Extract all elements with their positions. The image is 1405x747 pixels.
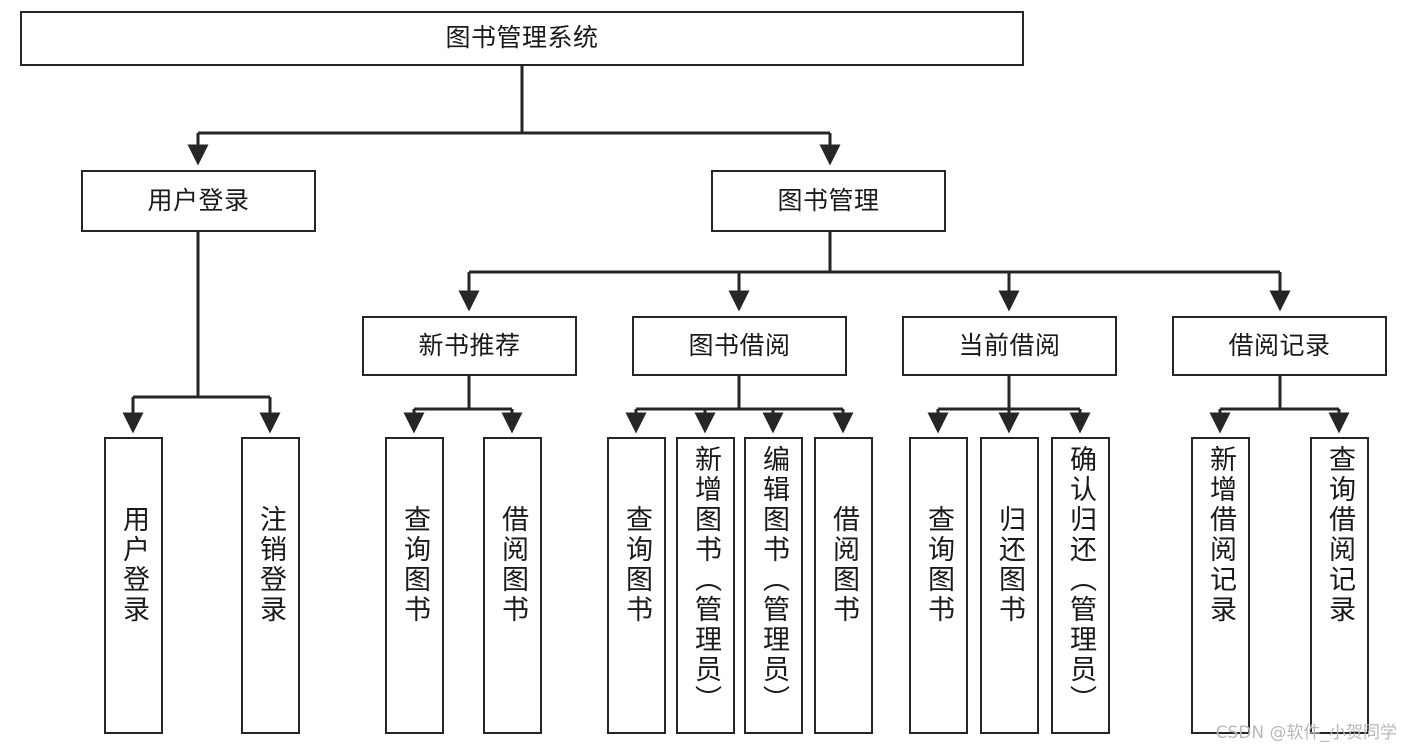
node-book-management[interactable]: 图书管理 — [711, 170, 946, 232]
leaf-current-return-book[interactable]: 归还图书 — [980, 437, 1039, 734]
node-new-book-recommend[interactable]: 新书推荐 — [362, 316, 577, 376]
leaf-current-query-book[interactable]: 查询图书 — [909, 437, 968, 734]
leaf-borrow-add-book-label: 新增图书（管理员） — [690, 445, 721, 715]
node-current-borrow-label: 当前借阅 — [958, 330, 1061, 360]
leaf-records-add[interactable]: 新增借阅记录 — [1191, 437, 1250, 734]
leaf-borrow-edit-book-label: 编辑图书（管理员） — [758, 445, 789, 715]
node-user-login[interactable]: 用户登录 — [81, 170, 316, 232]
leaf-records-add-label: 新增借阅记录 — [1205, 445, 1236, 625]
leaf-borrow-borrow-book[interactable]: 借阅图书 — [814, 437, 873, 734]
leaf-records-query-label: 查询借阅记录 — [1324, 445, 1355, 625]
node-book-borrow-label: 图书借阅 — [688, 330, 791, 360]
leaf-user-login-signin[interactable]: 用户登录 — [104, 437, 163, 734]
node-book-management-label: 图书管理 — [777, 185, 880, 215]
leaf-current-query-book-label: 查询图书 — [923, 505, 954, 625]
leaf-borrow-query-book-label: 查询图书 — [621, 505, 652, 625]
leaf-current-confirm-return-label: 确认归还（管理员） — [1065, 445, 1096, 715]
node-current-borrow[interactable]: 当前借阅 — [902, 316, 1117, 376]
node-user-login-label: 用户登录 — [147, 185, 250, 215]
node-new-book-recommend-label: 新书推荐 — [418, 330, 521, 360]
node-book-borrow[interactable]: 图书借阅 — [632, 316, 847, 376]
leaf-borrow-edit-book[interactable]: 编辑图书（管理员） — [744, 437, 803, 734]
leaf-borrow-query-book[interactable]: 查询图书 — [607, 437, 666, 734]
node-borrow-records[interactable]: 借阅记录 — [1172, 316, 1387, 376]
leaf-user-login-signin-label: 用户登录 — [118, 505, 149, 625]
node-root-label: 图书管理系统 — [445, 23, 599, 53]
leaf-borrow-borrow-book-label: 借阅图书 — [828, 505, 859, 625]
leaf-records-query[interactable]: 查询借阅记录 — [1310, 437, 1369, 734]
node-borrow-records-label: 借阅记录 — [1228, 330, 1331, 360]
watermark: CSDN @软件_小贺同学 — [1215, 723, 1397, 743]
leaf-user-login-signout-label: 注销登录 — [255, 505, 286, 625]
leaf-user-login-signout[interactable]: 注销登录 — [241, 437, 300, 734]
leaf-current-return-book-label: 归还图书 — [994, 505, 1025, 625]
leaf-current-confirm-return[interactable]: 确认归还（管理员） — [1051, 437, 1110, 734]
leaf-new-book-query-label: 查询图书 — [399, 505, 430, 625]
leaf-borrow-add-book[interactable]: 新增图书（管理员） — [676, 437, 735, 734]
leaf-new-book-borrow-label: 借阅图书 — [497, 505, 528, 625]
node-root[interactable]: 图书管理系统 — [20, 11, 1024, 66]
leaf-new-book-borrow[interactable]: 借阅图书 — [483, 437, 542, 734]
leaf-new-book-query[interactable]: 查询图书 — [385, 437, 444, 734]
